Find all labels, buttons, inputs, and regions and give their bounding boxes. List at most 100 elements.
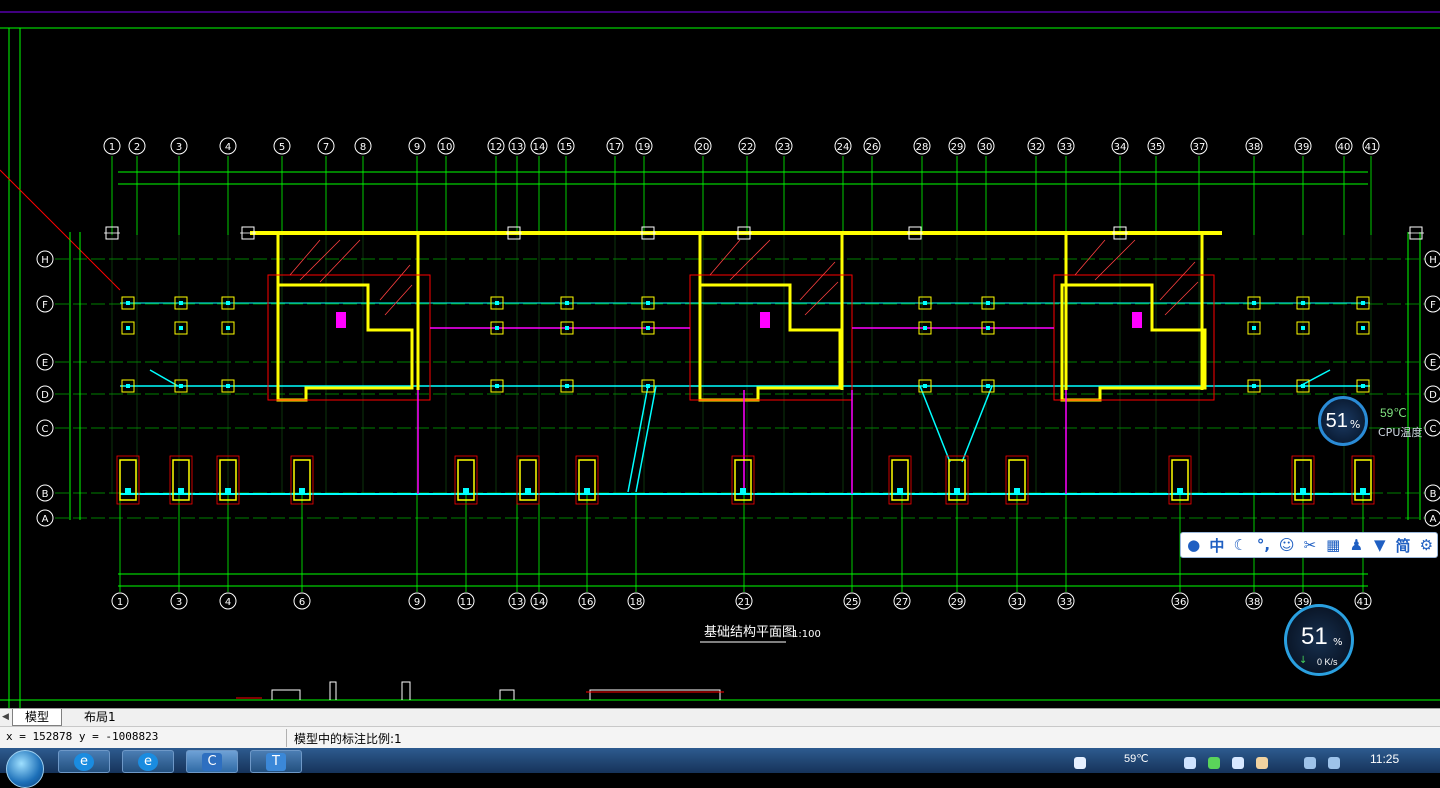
svg-text:9: 9	[414, 597, 420, 608]
smiley-icon[interactable]: ☺	[1278, 536, 1295, 554]
wechat-tray-icon[interactable]	[1208, 757, 1220, 769]
taskbar-ie-button[interactable]: e	[58, 750, 110, 773]
axis-bubble-bottom-6: 6	[293, 592, 311, 610]
axis-bubble-bottom-14: 14	[530, 592, 548, 610]
svg-text:41: 41	[1357, 597, 1370, 608]
network-speed: 0 K/s	[1317, 657, 1338, 667]
column-footings	[104, 226, 1424, 505]
cpu-usage-value: 51	[1325, 409, 1348, 432]
cpu-temperature: 59℃	[1380, 406, 1407, 420]
svg-text:4: 4	[225, 597, 231, 608]
chinese-mode-icon[interactable]: 中	[1209, 536, 1225, 555]
person-icon[interactable]: ♟	[1349, 536, 1364, 554]
column	[1356, 296, 1370, 310]
scissors-icon[interactable]: ✂	[1303, 536, 1317, 554]
shirt-icon[interactable]: ▼	[1373, 536, 1386, 554]
network-tray-icon[interactable]	[1304, 757, 1316, 769]
column	[490, 379, 504, 393]
tab-scroll-arrows-icon[interactable]: ◀	[2, 712, 9, 722]
ime-toolbar[interactable]: ● 中 ☾ °, ☺ ✂ ▦ ♟ ▼ 简 ⚙	[1180, 532, 1438, 558]
axis-bubble-top-7: 7	[317, 137, 335, 155]
footing	[945, 455, 969, 505]
axis-bubble-bottom-41: 41	[1354, 592, 1372, 610]
svg-text:21: 21	[738, 597, 751, 608]
ime-tray-icon[interactable]	[1232, 757, 1244, 769]
taskbar-ie2-button[interactable]: e	[122, 750, 174, 773]
internet-explorer-icon: e	[138, 752, 158, 771]
axis-bubble-top-19: 19	[635, 137, 653, 155]
cpu-monitor-widget[interactable]: 51 % 59℃ CPU温度	[1318, 396, 1436, 450]
taskbar-clock[interactable]: 11:25	[1370, 752, 1400, 766]
simplified-icon[interactable]: 简	[1395, 536, 1411, 555]
column	[240, 226, 256, 240]
column	[918, 296, 932, 310]
gear-icon[interactable]: ⚙	[1419, 536, 1434, 554]
footing	[516, 455, 540, 505]
taskbar-tangent-button[interactable]: T	[250, 750, 302, 773]
annotation-scale-status: 模型中的标注比例:1	[294, 732, 402, 746]
svg-text:16: 16	[581, 597, 594, 608]
axis-bubble-bottom-18: 18	[627, 592, 645, 610]
volume-tray-icon[interactable]	[1328, 757, 1340, 769]
axis-bubble-bottom-25: 25	[843, 592, 861, 610]
svg-text:H: H	[1429, 255, 1437, 266]
moon-icon[interactable]: ☾	[1233, 536, 1247, 554]
axis-bubble-top-32: 32	[1027, 137, 1045, 155]
axis-bubble-bottom-29: 29	[948, 592, 966, 610]
svg-text:37: 37	[1193, 142, 1206, 153]
punctuation-icon[interactable]: °,	[1256, 536, 1271, 554]
svg-text:F: F	[42, 300, 48, 311]
column	[221, 296, 235, 310]
axis-bubble-bottom-33: 33	[1057, 592, 1075, 610]
axis-bubble-top-3: 3	[170, 137, 188, 155]
keyboard-icon[interactable]: ▦	[1326, 536, 1341, 554]
axis-bubble-top-38: 38	[1245, 137, 1263, 155]
svg-text:A: A	[42, 514, 49, 525]
axis-bubble-bottom-3: 3	[170, 592, 188, 610]
column	[174, 296, 188, 310]
svg-text:19: 19	[638, 142, 651, 153]
svg-text:1: 1	[117, 597, 123, 608]
axis-bubble-top-9: 9	[408, 137, 426, 155]
user-tray-icon[interactable]	[1256, 757, 1268, 769]
tab-layout1[interactable]: 布局1	[84, 710, 116, 724]
taskbar-cad-button[interactable]: C	[186, 750, 238, 773]
memory-network-widget[interactable]: 51 % ↓ 0 K/s	[1284, 604, 1354, 676]
footing	[1351, 455, 1375, 505]
axis-bubble-right-F: F	[1424, 295, 1440, 313]
svg-text:D: D	[41, 390, 49, 401]
column	[560, 379, 574, 393]
column	[981, 321, 995, 335]
svg-text:9: 9	[414, 142, 420, 153]
user-icon[interactable]: ●	[1187, 536, 1201, 554]
axis-bubble-top-5: 5	[273, 137, 291, 155]
layout-tabs-bar: ◀ 模型 布局1	[0, 708, 1440, 726]
start-button[interactable]	[6, 750, 44, 788]
internet-explorer-icon: e	[74, 752, 94, 771]
column	[490, 321, 504, 335]
column	[1296, 321, 1310, 335]
column	[640, 226, 656, 240]
svg-text:C: C	[1430, 424, 1437, 435]
footing	[1168, 455, 1192, 505]
svg-text:13: 13	[511, 597, 524, 608]
tray-temperature: 59℃	[1124, 753, 1149, 765]
column	[1247, 321, 1261, 335]
tab-model[interactable]: 模型	[12, 709, 63, 726]
svg-text:38: 38	[1248, 597, 1261, 608]
axis-bubble-bottom-27: 27	[893, 592, 911, 610]
footing	[1005, 455, 1029, 505]
svg-text:18: 18	[630, 597, 643, 608]
svg-text:39: 39	[1297, 597, 1310, 608]
svg-text:7: 7	[323, 142, 329, 153]
column	[560, 296, 574, 310]
column	[918, 321, 932, 335]
security-tray-icon[interactable]	[1184, 757, 1196, 769]
svg-text:12: 12	[490, 142, 503, 153]
axis-bubble-top-10: 10	[437, 137, 455, 155]
qq-tray-icon[interactable]	[1074, 757, 1086, 769]
footing	[1291, 455, 1315, 505]
footing	[290, 455, 314, 505]
